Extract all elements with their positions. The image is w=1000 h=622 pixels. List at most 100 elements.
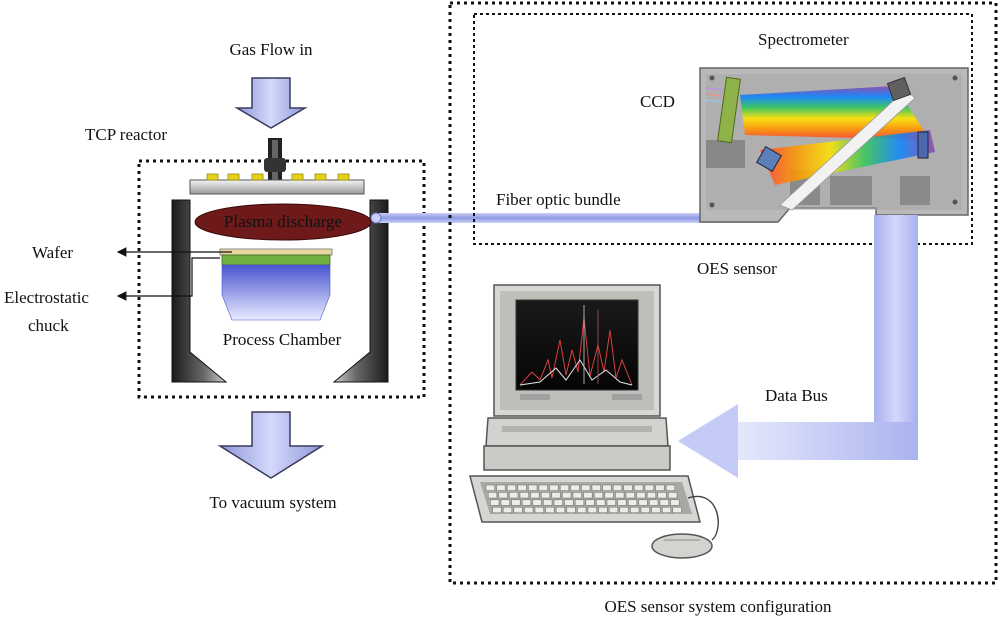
keyboard-key [566, 506, 576, 514]
data-bus-arrow-icon [678, 215, 918, 478]
keyboard-key [487, 492, 498, 499]
keyboard-key [612, 484, 623, 491]
keyboard-key [513, 506, 523, 514]
keyboard-key [608, 506, 619, 514]
keyboard-key [627, 499, 638, 506]
keyboard-key [659, 499, 669, 506]
keyboard-key [532, 499, 542, 506]
keyboard-key [615, 492, 625, 499]
keyboard-key [638, 499, 648, 506]
keyboard-key [485, 484, 495, 491]
keyboard-key [551, 492, 561, 499]
keyboard-key [545, 506, 555, 514]
keyboard-key [496, 484, 506, 491]
keyboard-key [517, 484, 527, 491]
keyboard-key [604, 492, 614, 499]
keyboard-key [649, 499, 659, 506]
keyboard-key [657, 492, 667, 499]
keyboard-key [602, 484, 612, 491]
keyboard-key [540, 492, 551, 499]
data-bus-label: Data Bus [765, 386, 828, 405]
keyboard-key [555, 506, 566, 514]
keyboard-key [524, 506, 534, 514]
keyboard-key [519, 492, 529, 499]
keyboard-key [572, 492, 582, 499]
gas-flow-in-label: Gas Flow in [229, 40, 313, 59]
fiber-optic-bundle-label: Fiber optic bundle [496, 190, 621, 209]
keyboard-key [574, 499, 585, 506]
keyboard-key [543, 499, 553, 506]
plasma-discharge [194, 203, 372, 241]
oes-system-frame [448, 1, 998, 585]
electrostatic-chuck-label-line1: Electrostatic [4, 288, 89, 307]
keyboard-key [490, 499, 500, 506]
keyboard-key [492, 506, 502, 514]
keyboard-key [630, 506, 640, 514]
keyboard-key [644, 484, 654, 491]
keyboard-key [530, 492, 540, 499]
keyboard-key [585, 499, 595, 506]
keyboard-key [500, 499, 510, 506]
gas-inlet-arrow-icon [234, 77, 308, 129]
keyboard-icon [469, 475, 701, 523]
keyboard-key [661, 506, 672, 514]
keyboard-key [623, 484, 633, 491]
fiber-optic-bundle [370, 212, 776, 224]
oes-system-configuration-label: OES sensor system configuration [604, 597, 832, 616]
keyboard-key [583, 492, 593, 499]
electrostatic-chuck-label-line2: chuck [28, 316, 69, 335]
keyboard-key [559, 484, 570, 491]
keyboard-key [502, 506, 513, 514]
keyboard-key [670, 499, 680, 506]
keyboard-key [591, 484, 601, 491]
keyboard-key [562, 492, 572, 499]
keyboard-key [498, 492, 508, 499]
keyboard-key [509, 492, 519, 499]
tcp-coil [206, 173, 350, 181]
wafer-label: Wafer [32, 243, 74, 262]
spectrometer-icon [699, 67, 969, 223]
keyboard-key [577, 506, 587, 514]
keyboard-key [617, 499, 627, 506]
keyboard-key [668, 492, 678, 499]
keyboard-key [598, 506, 608, 514]
ccd-label: CCD [640, 92, 675, 111]
keyboard-key [672, 506, 682, 514]
keyboard-key [581, 484, 591, 491]
keyboard-key [511, 499, 521, 506]
to-vacuum-system-label: To vacuum system [209, 493, 337, 512]
keyboard-key [619, 506, 629, 514]
gas-inlet-nozzle [264, 138, 286, 186]
keyboard-key [634, 484, 644, 491]
keyboard-key [528, 484, 538, 491]
vacuum-outlet-arrow-icon [217, 411, 325, 479]
tcp-reactor-label: TCP reactor [85, 125, 167, 144]
keyboard-key [646, 492, 657, 499]
keyboard-key [651, 506, 661, 514]
spectrometer-label: Spectrometer [758, 30, 849, 49]
keyboard-key [521, 499, 532, 506]
mouse-icon [651, 495, 719, 559]
chamber-walls [171, 199, 389, 383]
keyboard-key [538, 484, 548, 491]
oes-sensor-frame [473, 13, 973, 245]
keyboard-key [665, 484, 676, 491]
plasma-discharge-label: Plasma discharge [223, 212, 343, 231]
keyboard-key [587, 506, 597, 514]
computer-icon [483, 284, 671, 471]
keyboard-key [625, 492, 635, 499]
keyboard-key [636, 492, 646, 499]
keyboard-key [570, 484, 580, 491]
screen-spectrum [519, 305, 633, 386]
chuck-pointer [116, 257, 220, 301]
keyboard-key [506, 484, 517, 491]
keyboard-key [596, 499, 606, 506]
keyboard-key [564, 499, 574, 506]
keyboard-key [640, 506, 650, 514]
keyboard-key [553, 499, 563, 506]
keyboard-key [593, 492, 604, 499]
keyboard-key [606, 499, 616, 506]
electrostatic-chuck [219, 248, 333, 321]
keyboard-key [534, 506, 544, 514]
